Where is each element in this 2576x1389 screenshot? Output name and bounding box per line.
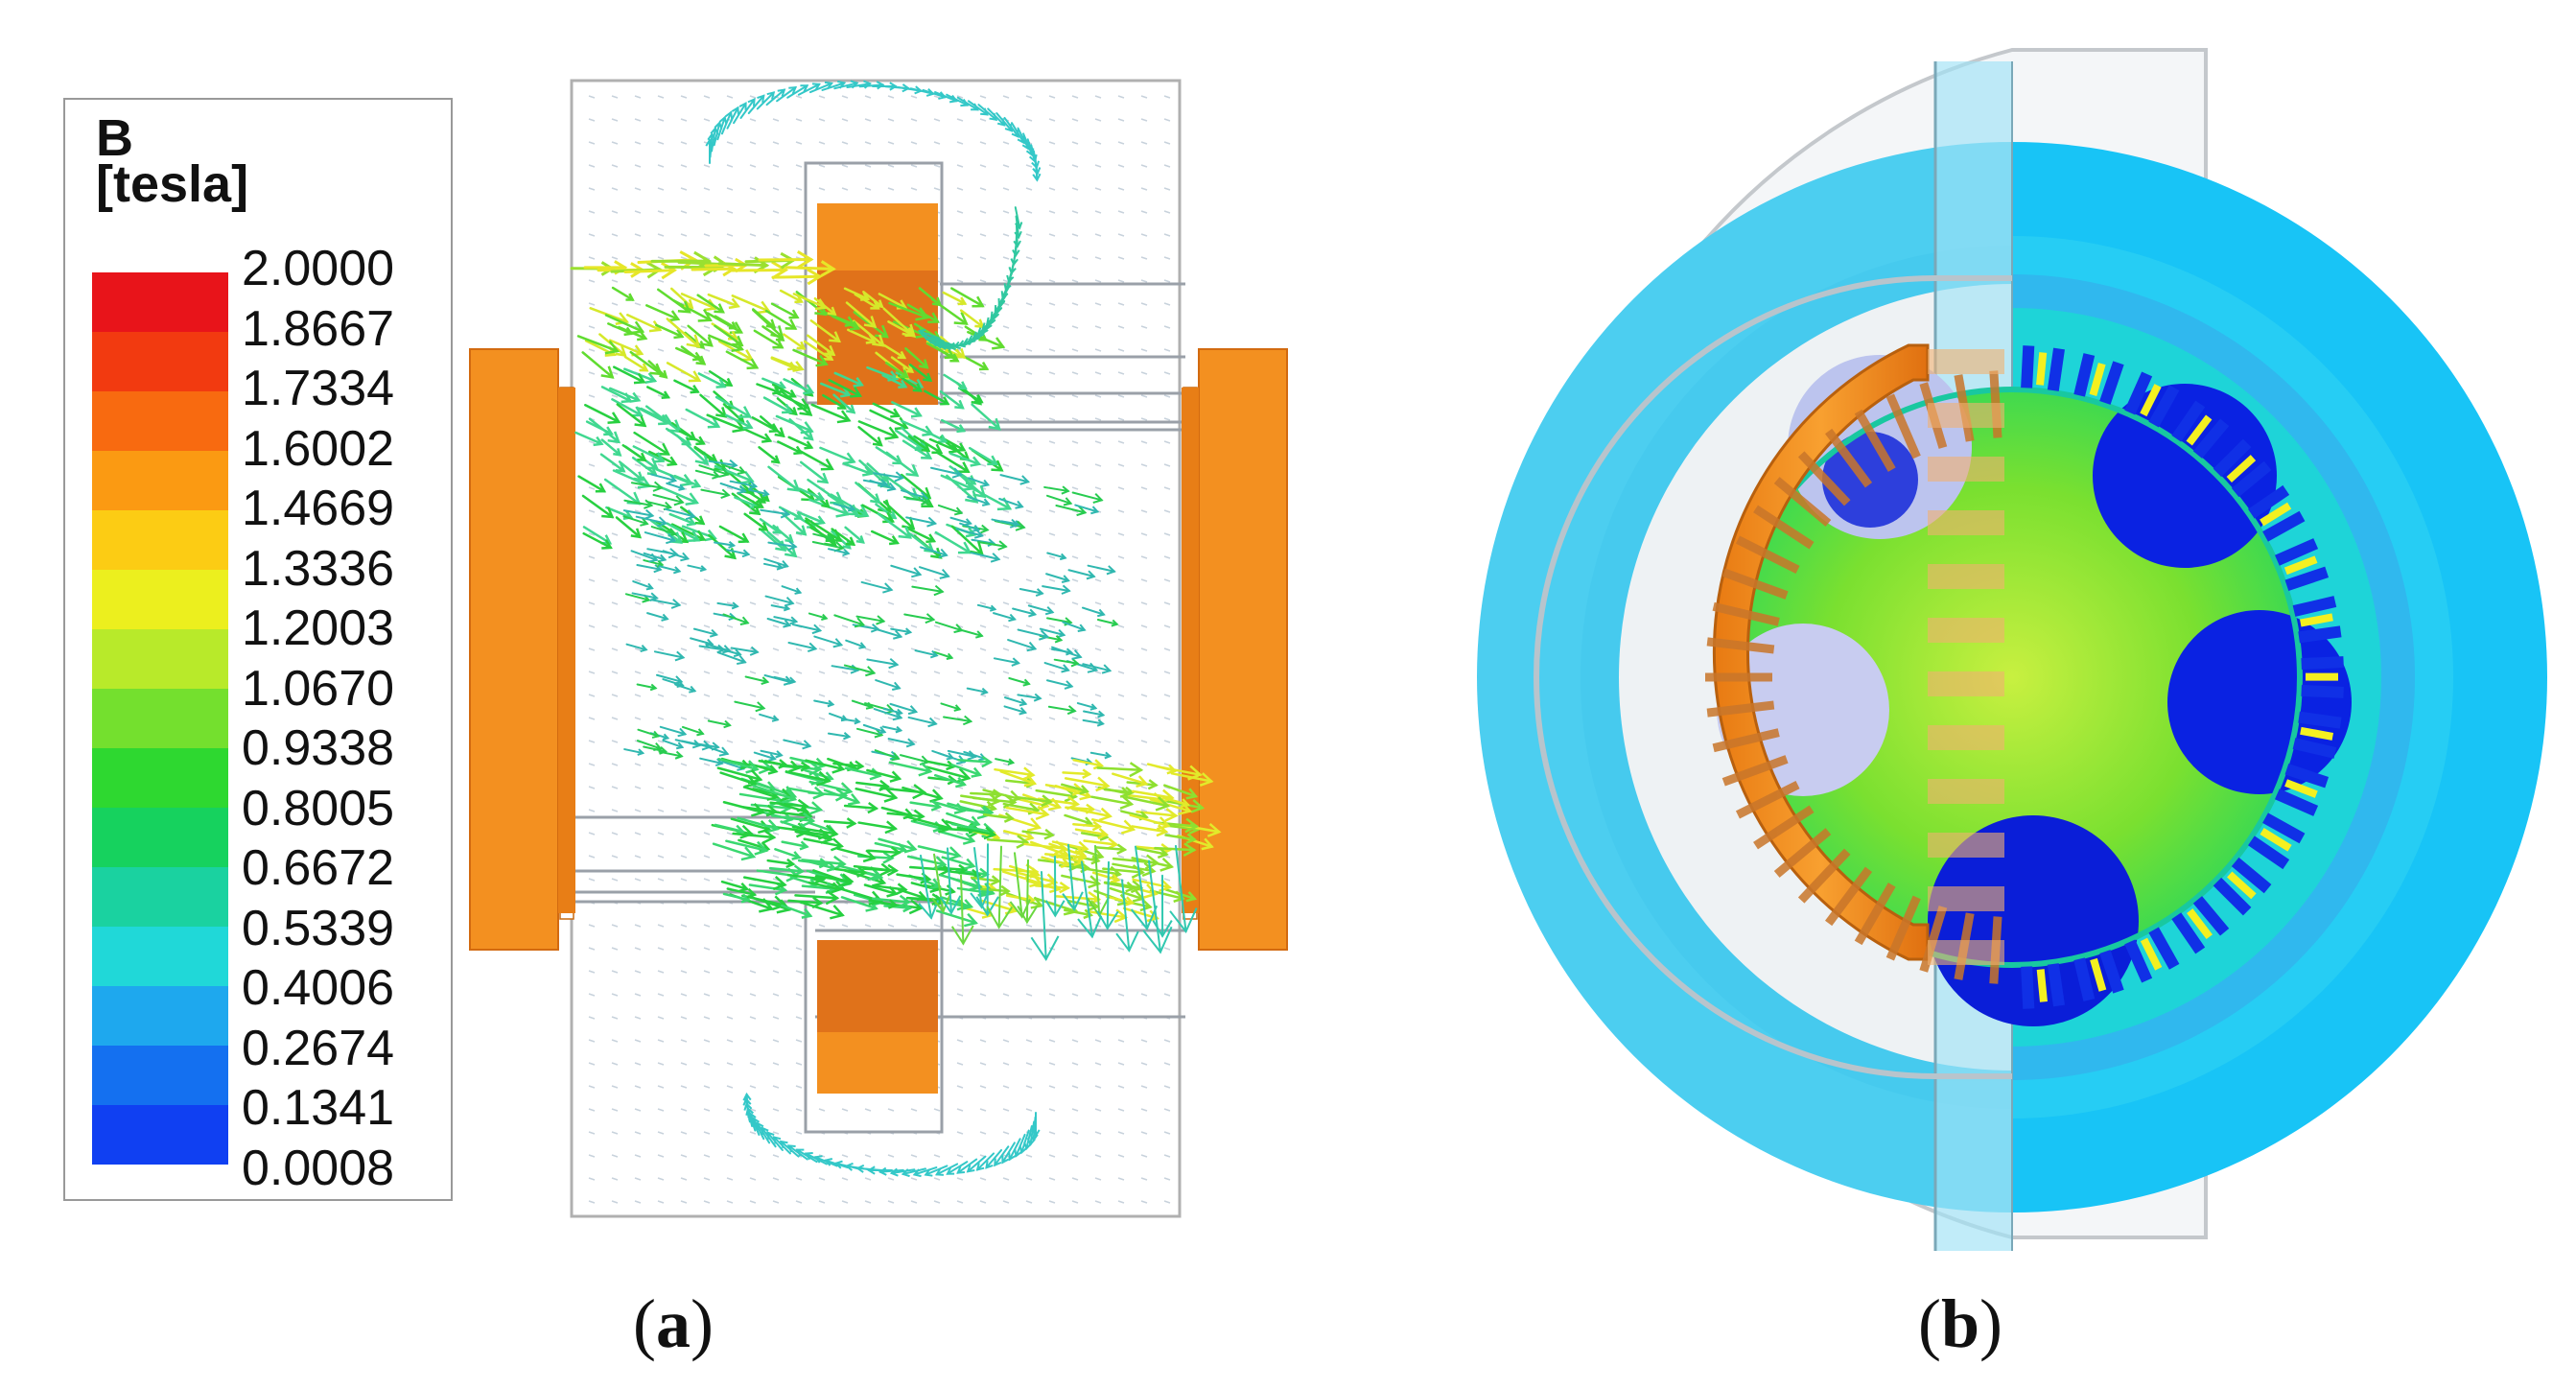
legend-color-scale — [92, 272, 228, 1165]
panel-a-bottom-magnet-dark — [817, 940, 938, 1032]
legend-tick-label: 0.5339 — [242, 900, 395, 956]
legend-band — [92, 332, 228, 391]
legend-tick-label: 0.8005 — [242, 780, 395, 836]
legend-tick-label: 0.6672 — [242, 840, 395, 897]
legend-band — [92, 272, 228, 332]
panel-a-bottom-magnet-light — [817, 1032, 938, 1094]
panel-a-cross-section — [469, 79, 1288, 1218]
legend-band — [92, 629, 228, 689]
legend-band — [92, 391, 228, 451]
legend-title-symbol: B — [96, 109, 133, 167]
legend-band — [92, 570, 228, 629]
legend-band — [92, 1105, 228, 1165]
legend-title-unit: [tesla] — [96, 155, 249, 213]
panel-b-radial-section — [1477, 48, 2547, 1251]
legend-tick-label: 1.3336 — [242, 540, 395, 597]
legend-tick-label: 0.4006 — [242, 960, 395, 1017]
legend-band — [92, 689, 228, 748]
legend-band — [92, 986, 228, 1046]
panel-a-right-coil-outer — [1198, 348, 1288, 951]
legend-tick-label: 1.0670 — [242, 660, 395, 717]
panel-a-left-coil-inner — [558, 388, 575, 913]
legend-band — [92, 748, 228, 808]
panel-a-flux-vectors — [570, 80, 1222, 1178]
legend-tick-label: 1.6002 — [242, 420, 395, 477]
panel-b-inner-housing — [1534, 275, 2012, 1079]
legend-tick-label: 2.0000 — [242, 241, 395, 296]
legend-tick-label: 0.1341 — [242, 1080, 395, 1137]
legend-tick-label: 1.7334 — [242, 361, 395, 417]
panel-b-copper-winding — [1712, 343, 1930, 961]
panel-b-winding-teeth — [1705, 349, 2004, 984]
legend-tick-label: 0.0008 — [242, 1140, 395, 1196]
caption-b: (b) — [1918, 1285, 2003, 1362]
pole-top-right — [2093, 384, 2277, 568]
legend-tick-label: 0.9338 — [242, 720, 395, 777]
panel-a-right-coil-inner — [1182, 388, 1199, 913]
legend-band — [92, 1046, 228, 1105]
legend-title: B [tesla] — [96, 109, 249, 213]
legend-band — [92, 927, 228, 986]
legend-tick-label: 1.8667 — [242, 300, 395, 357]
legend-tick-label: 1.4669 — [242, 481, 395, 537]
legend-band — [92, 867, 228, 927]
panel-a-top-magnet-light — [817, 203, 938, 271]
legend-band — [92, 510, 228, 570]
legend-band — [92, 451, 228, 510]
legend-band — [92, 808, 228, 867]
panel-a-left-coil-outer — [469, 348, 559, 951]
caption-a: (a) — [633, 1285, 714, 1362]
legend-tick-label: 1.2003 — [242, 600, 395, 657]
panel-b-slot-teeth — [2021, 345, 2344, 1009]
legend-tick-label: 0.2674 — [242, 1020, 395, 1076]
